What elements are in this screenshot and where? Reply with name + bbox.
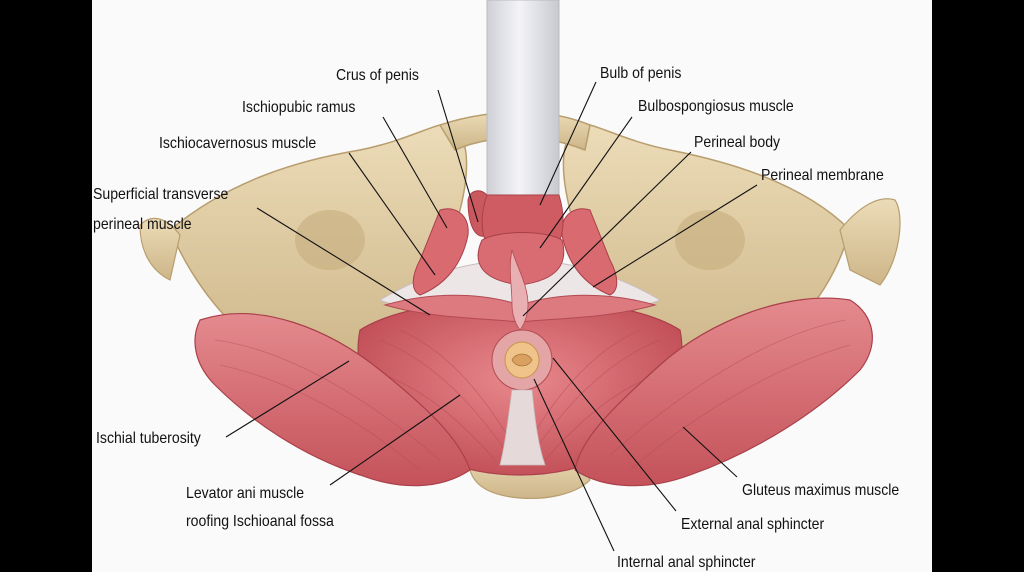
bulbospongiosus-muscle [477, 232, 565, 286]
label-perineal-membrane: Perineal membrane [761, 166, 884, 184]
penis-shaft [486, 0, 560, 201]
labels: Crus of penis Ischiopubic ramus Ischioca… [93, 64, 899, 571]
anococcygeal-ligament [499, 389, 546, 466]
gluteus-maximus-left [194, 313, 471, 487]
label-levator-ani-line1: Levator ani muscle [186, 484, 304, 502]
label-ischial-tuberosity: Ischial tuberosity [96, 429, 201, 447]
label-internal-anal-sphincter: Internal anal sphincter [617, 553, 755, 571]
ischiocavernosus-left [412, 208, 469, 296]
label-ischiopubic-ramus: Ischiopubic ramus [242, 98, 355, 116]
label-bulb-of-penis: Bulb of penis [600, 64, 681, 82]
label-crus-of-penis: Crus of penis [336, 66, 419, 84]
gluteus-maximus-right [574, 297, 873, 487]
label-perineal-body: Perineal body [694, 133, 780, 151]
gluteus-fibers [214, 319, 851, 471]
label-superficial-transverse-line2: perineal muscle [93, 215, 192, 233]
label-levator-ani-line2: roofing Ischioanal fossa [186, 512, 334, 530]
anal-opening [511, 353, 533, 367]
label-superficial-transverse-line1: Superficial transverse [93, 185, 228, 203]
leader-lines [225, 81, 758, 552]
label-ischiocavernosus-muscle: Ischiocavernosus muscle [159, 134, 316, 152]
label-bulbospongiosus-muscle: Bulbospongiosus muscle [638, 97, 794, 115]
label-external-anal-sphincter: External anal sphincter [681, 515, 824, 533]
label-gluteus-maximus-muscle: Gluteus maximus muscle [742, 481, 899, 499]
pelvic-bone [139, 111, 901, 500]
